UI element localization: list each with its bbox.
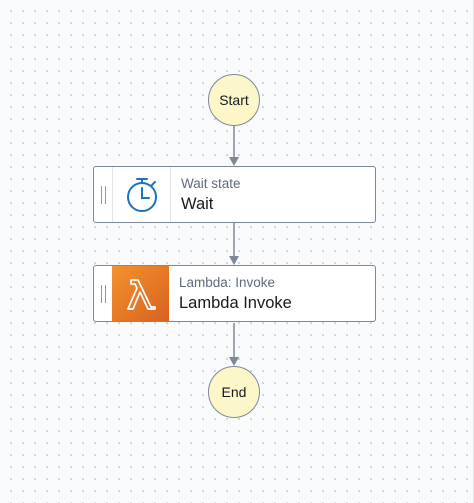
arrowhead-lambda: [229, 256, 239, 265]
state-type-label: Wait state: [181, 175, 241, 191]
lambda-icon-box: [112, 266, 169, 321]
start-node-label: Start: [219, 92, 249, 108]
state-type-label: Lambda: Invoke: [179, 274, 276, 290]
stopwatch-icon: [126, 177, 157, 212]
state-card-lambda-invoke[interactable]: Lambda: Invoke Lambda Invoke: [93, 265, 376, 322]
arrowhead-end: [229, 357, 239, 366]
drag-handle[interactable]: [94, 266, 112, 321]
arrowhead-wait: [229, 157, 239, 166]
start-node[interactable]: Start: [208, 74, 260, 126]
state-name: Lambda Invoke: [179, 293, 292, 312]
state-card-wait[interactable]: Wait state Wait: [93, 166, 376, 223]
end-node-label: End: [221, 384, 247, 400]
drag-handle[interactable]: [94, 167, 112, 222]
state-name: Wait: [181, 194, 214, 213]
lambda-icon: [126, 278, 156, 310]
wait-icon-box: [112, 167, 171, 222]
end-node[interactable]: End: [208, 366, 260, 418]
